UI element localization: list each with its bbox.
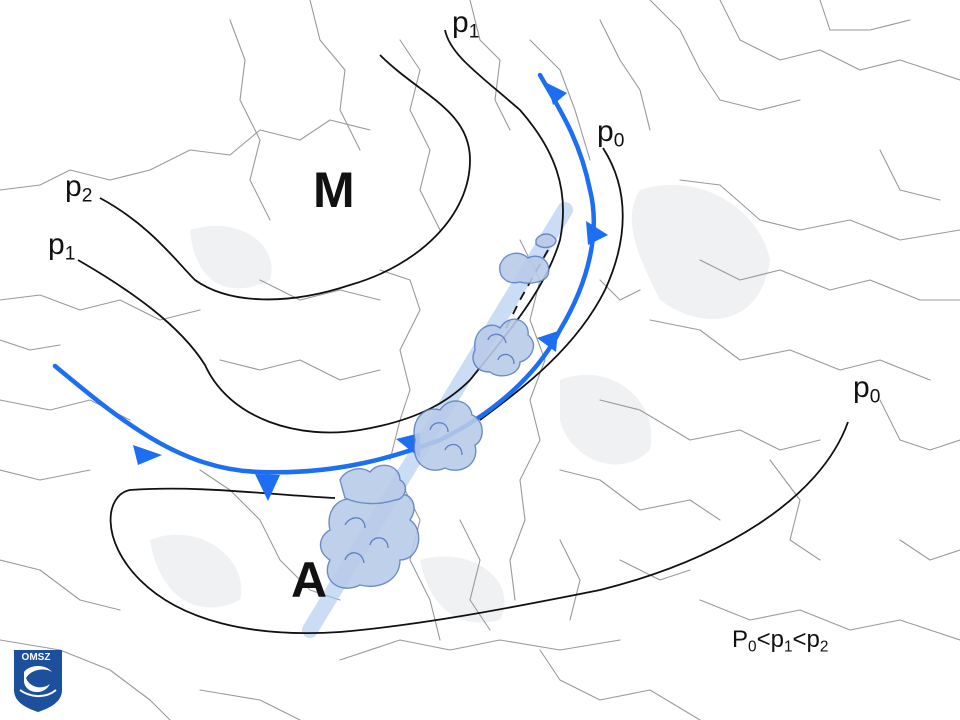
omsz-logo: OMSZ (8, 650, 64, 706)
pressure-relation: P0<p1<p2 (732, 626, 829, 656)
cold-front-triangle-icon (133, 445, 162, 465)
cloud-symbols (319, 233, 557, 589)
cloud-symbol-icon (339, 464, 407, 505)
cloud-swirls (344, 333, 515, 564)
isobar-label-p0-right: p0 (853, 371, 881, 408)
cloud-symbol-icon (535, 233, 557, 249)
cloud-symbol-icon (499, 252, 550, 284)
cloud-symbol-icon (472, 318, 535, 377)
cold-front-triangle-icon (547, 83, 567, 105)
cold-front (52, 72, 608, 501)
terrain-shading (150, 184, 770, 623)
isobars (77, 29, 849, 635)
isobar-label-p0-upper: p0 (597, 115, 625, 152)
cold-front-triangle-icon (586, 221, 608, 245)
cold-front-triangle-icon (537, 331, 558, 352)
cold-front-triangle-icon (255, 474, 280, 501)
logo-text: OMSZ (21, 652, 51, 663)
isobar-p1-left (77, 29, 564, 434)
isobar-label-p2: p2 (65, 170, 93, 207)
isobar-label-p1-top: p1 (452, 6, 480, 43)
isobar-label-p1-left: p1 (48, 228, 76, 265)
low-pressure-center: M (313, 162, 355, 218)
cloud-symbol-icon (413, 400, 483, 471)
isobar-p0-upper (479, 147, 624, 421)
isobar-p2 (99, 54, 471, 301)
isobar-p0-right (109, 421, 849, 635)
omsz-logo-icon (14, 650, 62, 712)
high-pressure-center: A (291, 552, 328, 608)
